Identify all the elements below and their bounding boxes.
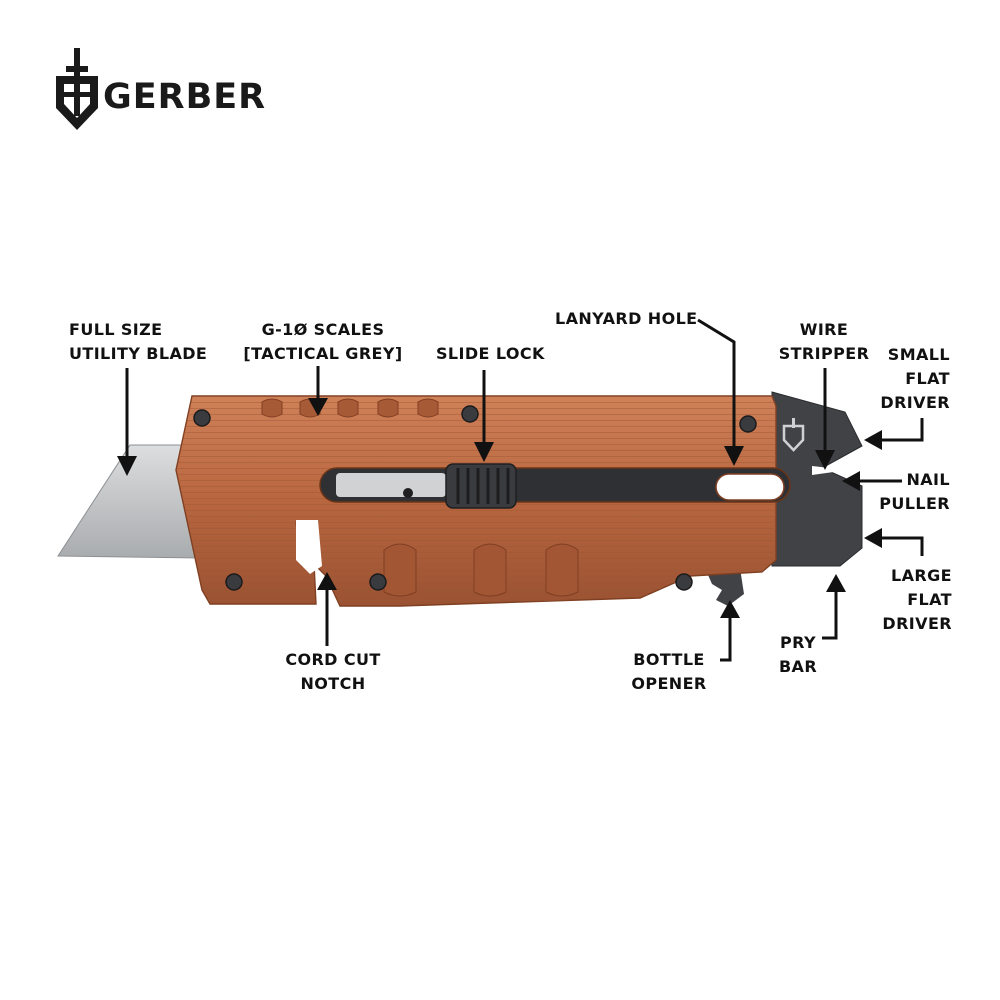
cord-cut-notch xyxy=(296,520,322,574)
label-slide-lock: SLIDE LOCK xyxy=(436,344,545,363)
lanyard-hole xyxy=(715,473,785,501)
label-full-size-utility-blade: FULL SIZE UTILITY BLADE xyxy=(69,320,208,363)
label-cord-cut-notch: CORD CUT NOTCH xyxy=(285,650,381,693)
label-nail-puller: NAIL PULLER xyxy=(879,470,950,513)
label-g10-scales: G-1Ø SCALES [TACTICAL GREY] xyxy=(243,320,403,363)
head-logo-icon xyxy=(782,418,805,452)
screws xyxy=(193,405,757,591)
brand-wordmark: GERBER xyxy=(103,77,267,117)
label-large-flat-driver: LARGE FLAT DRIVER xyxy=(882,566,952,633)
gerber-shield-sword-icon xyxy=(56,48,98,130)
label-pry-bar: PRY BAR xyxy=(778,633,818,676)
label-bottle-opener: BOTTLE OPENER xyxy=(631,650,707,693)
slide-lock-button xyxy=(445,463,517,509)
metal-head xyxy=(771,391,863,567)
label-small-flat-driver: SMALL FLAT DRIVER xyxy=(880,345,950,412)
bottle-opener-hook xyxy=(705,568,744,606)
label-wire-stripper: WIRE STRIPPER xyxy=(778,320,870,363)
callout-arrowheads xyxy=(117,398,882,618)
label-lanyard-hole: LANYARD HOLE xyxy=(555,309,698,328)
callout-arrows xyxy=(125,318,924,662)
